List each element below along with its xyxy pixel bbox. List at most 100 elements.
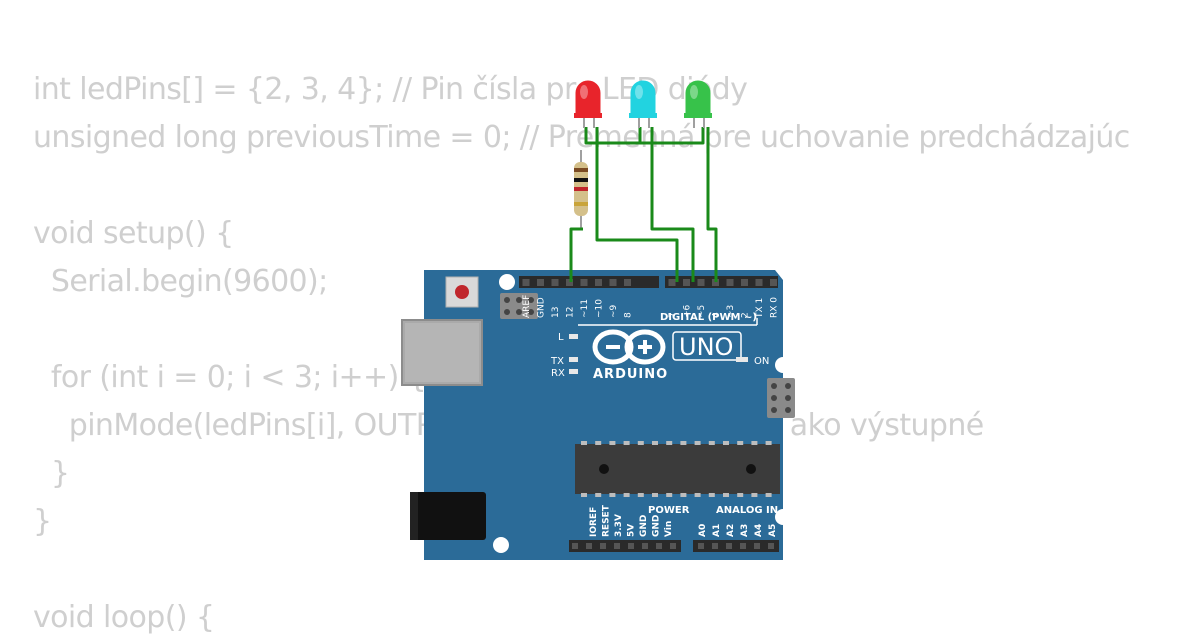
code-line-4: void setup() { xyxy=(33,216,234,251)
digital-pin-label: ~10 xyxy=(595,299,605,318)
digital-pin-hole[interactable] xyxy=(595,279,602,286)
code-line-10: } xyxy=(33,504,52,539)
analog-pin-hole[interactable] xyxy=(712,543,718,549)
digital-pin-label: 8 xyxy=(624,312,634,318)
digital-pin-hole[interactable] xyxy=(741,279,748,286)
analog-header xyxy=(693,540,779,552)
usb-port xyxy=(401,319,483,386)
digital-pin-label: GND xyxy=(537,297,547,318)
wire-red-led-to-pin7 xyxy=(595,127,679,282)
power-header-label: POWER xyxy=(648,505,690,516)
digital-pin-label: ~3 xyxy=(726,305,736,318)
power-pin-label: 5V xyxy=(627,524,637,537)
analog-pin-label: A2 xyxy=(726,524,736,537)
power-pin-label: RESET xyxy=(602,504,612,537)
analog-pin-label: A5 xyxy=(768,524,778,537)
power-pin-hole[interactable] xyxy=(572,543,578,549)
digital-pin-hole[interactable] xyxy=(566,279,573,286)
power-pin-label: 3.3V xyxy=(614,514,624,537)
power-pin-hole[interactable] xyxy=(586,543,592,549)
wire-led-common xyxy=(584,127,705,145)
digital-pin-label: RX 0 xyxy=(770,297,780,318)
wire-green-led-to-pin4 xyxy=(706,127,718,282)
digital-pin-hole[interactable] xyxy=(697,279,705,286)
reset-button[interactable] xyxy=(445,276,479,308)
digital-pin-hole[interactable] xyxy=(770,279,777,286)
power-pin-label: GND xyxy=(652,515,662,537)
digital-pin-hole[interactable] xyxy=(683,279,690,286)
digital-pin-hole[interactable] xyxy=(668,279,676,286)
wires xyxy=(569,127,718,282)
analog-header-label: ANALOG IN xyxy=(716,505,778,516)
l-led-label: L xyxy=(558,332,564,343)
analog-pin-hole[interactable] xyxy=(768,543,774,549)
digital-pin-hole[interactable] xyxy=(580,279,588,286)
power-pin-label: Vin xyxy=(664,521,674,537)
rx-led-label: RX xyxy=(551,368,565,379)
power-pin-label: IOREF xyxy=(589,507,599,537)
mounting-hole xyxy=(775,357,791,373)
digital-pin-hole[interactable] xyxy=(522,279,530,286)
arduino-uno-board[interactable]: AREF GND 13 12 ~11 ~10 ~9 8 7 ~6 ~5 4 ~3 2 TX 1 RX 0 DI… xyxy=(401,270,795,560)
tx-led xyxy=(569,357,578,362)
digital-pin-label: ~5 xyxy=(697,305,707,318)
digital-pin-label: 12 xyxy=(566,307,576,318)
digital-pin-hole[interactable] xyxy=(551,279,559,286)
arduino-logo-icon xyxy=(592,329,666,365)
digital-pin-hole[interactable] xyxy=(712,279,719,286)
wire-resistor-to-gnd xyxy=(569,227,583,282)
digital-pin-label: TX 1 xyxy=(755,298,765,319)
mounting-hole xyxy=(493,537,509,553)
mounting-hole xyxy=(499,274,515,290)
analog-pin-hole[interactable] xyxy=(698,543,704,549)
analog-pin-hole[interactable] xyxy=(740,543,746,549)
green-led[interactable] xyxy=(684,80,712,128)
digital-header-label: DIGITAL (PWM ~) xyxy=(660,312,757,323)
on-led xyxy=(736,357,748,362)
digital-pin-label: AREF xyxy=(522,295,532,318)
model-label: UNO xyxy=(679,333,733,361)
analog-pin-hole[interactable] xyxy=(754,543,760,549)
resistor[interactable] xyxy=(574,150,588,229)
digital-pin-hole[interactable] xyxy=(537,279,544,286)
code-line-9: } xyxy=(33,456,70,491)
analog-pin-label: A3 xyxy=(740,524,750,537)
digital-pin-label: ~9 xyxy=(609,304,619,318)
on-led-label: ON xyxy=(754,356,769,367)
power-pin-hole[interactable] xyxy=(614,543,620,549)
mounting-hole xyxy=(775,509,791,525)
analog-pin-hole[interactable] xyxy=(726,543,732,549)
power-pin-label: GND xyxy=(639,515,649,537)
analog-pin-label: A0 xyxy=(698,524,708,537)
digital-pin-hole[interactable] xyxy=(726,279,734,286)
code-line-12: void loop() { xyxy=(33,600,215,635)
digital-pin-label: 4 xyxy=(712,312,722,318)
brand-label: ARDUINO xyxy=(593,367,668,382)
rx-led xyxy=(569,369,578,374)
tx-led-label: TX xyxy=(550,356,564,367)
icsp-header-right xyxy=(767,378,795,418)
power-pin-hole[interactable] xyxy=(600,543,606,549)
code-line-7: for (int i = 0; i < 3; i++) { xyxy=(33,360,427,395)
power-pin-hole[interactable] xyxy=(670,543,676,549)
power-pin-hole[interactable] xyxy=(628,543,634,549)
digital-pin-hole[interactable] xyxy=(609,279,617,286)
digital-pin-label: ~6 xyxy=(683,304,693,318)
cyan-led[interactable] xyxy=(629,80,657,128)
wire-cyan-led-to-pin6 xyxy=(650,127,695,282)
digital-pin-label: ~11 xyxy=(580,299,590,318)
red-led[interactable] xyxy=(574,80,602,128)
digital-pin-label: 2 xyxy=(741,312,751,318)
power-pin-hole[interactable] xyxy=(656,543,662,549)
digital-pin-hole[interactable] xyxy=(624,279,631,286)
power-pin-hole[interactable] xyxy=(642,543,648,549)
digital-pin-hole[interactable] xyxy=(755,279,763,286)
power-jack xyxy=(410,492,486,540)
code-line-5: Serial.begin(9600); xyxy=(33,264,328,299)
digital-pin-label: 13 xyxy=(551,307,561,318)
analog-pin-label: A4 xyxy=(754,524,764,537)
analog-pin-label: A1 xyxy=(712,524,722,537)
power-header xyxy=(569,540,681,552)
digital-pin-label: 7 xyxy=(668,312,678,318)
